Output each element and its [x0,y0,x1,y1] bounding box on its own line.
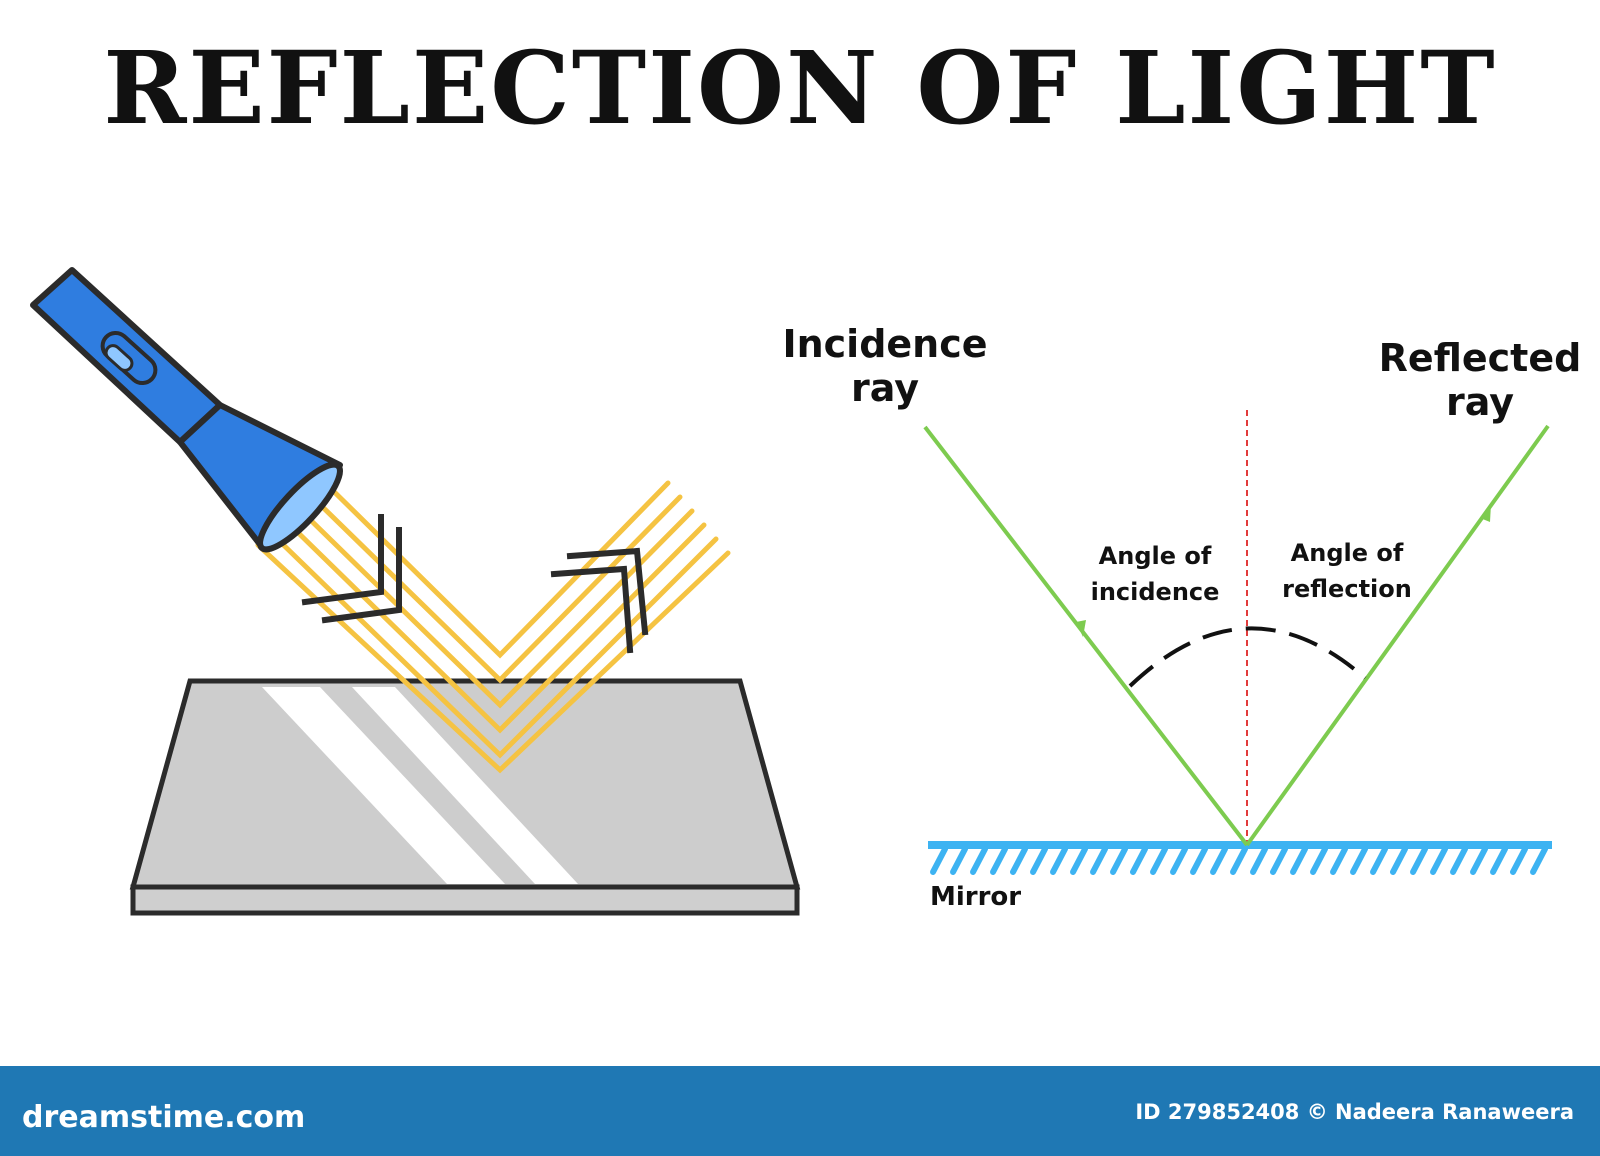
mirror-hatch [1050,846,1068,875]
mirror-hatch [1130,846,1148,875]
mirror-hatch [1350,846,1368,875]
flashlight-lens [257,461,343,553]
mirror-hatch [1270,846,1288,875]
mirror-glare [262,687,505,884]
reflected-ray-label: Reflected ray [1378,336,1582,424]
mirror-hatch [970,846,988,875]
mirror-hatch [1030,846,1048,875]
mirror-label: Mirror [930,882,1022,912]
image-credit: ID 279852408 © Nadeera Ranaweera [1135,1100,1574,1124]
mirror-hatch [1210,846,1228,875]
mirror-hatch [1490,846,1508,875]
incidence-ray-label: Incidence ray [782,322,988,410]
mirror-hatch [1010,846,1028,875]
mirror-hatch [950,846,968,875]
mirror-hatch [1190,846,1208,875]
mirror-hatch [1370,846,1388,875]
mirror-surface [928,841,1552,875]
reflected-arrowhead [1480,504,1491,522]
angle-arc [1128,626,1367,688]
mirror-hatch [1390,846,1408,875]
mirror-hatch [1230,846,1248,875]
footer-bar [0,1066,1600,1156]
mirror-hatch [1250,846,1268,875]
mirror-hatch [1070,846,1088,875]
incident-arrowhead [1076,620,1086,637]
angle-of-reflection-label: Angle of reflection [1282,539,1412,603]
mirror-hatch [930,846,948,875]
mirror-hatch [990,846,1008,875]
mirror-hatch [1310,846,1328,875]
mirror-hatch [1090,846,1108,875]
mirror-hatch [1510,846,1528,875]
mirror-hatch [1410,846,1428,875]
mirror-hatch [1150,846,1168,875]
direction-arrows [301,514,649,654]
incident-ray [923,425,1249,847]
mirror-hatch [1530,846,1548,875]
mirror-hatch [1450,846,1468,875]
mirror-hatch [1170,846,1188,875]
mirror-hatch [1330,846,1348,875]
flashlight [30,267,343,553]
mirror-glare [352,687,578,884]
reflected-ray [1245,424,1550,847]
brand-logo: dreamstime.com [22,1100,306,1135]
mirror-hatch [1430,846,1448,875]
mirror-hatch [1470,846,1488,875]
mirror-hatch [1110,846,1128,875]
mirror-plate [129,678,801,916]
mirror-hatch [1290,846,1308,875]
angle-of-incidence-label: Angle of incidence [1090,542,1220,606]
page-title: REFLECTION OF LIGHT [103,29,1497,147]
